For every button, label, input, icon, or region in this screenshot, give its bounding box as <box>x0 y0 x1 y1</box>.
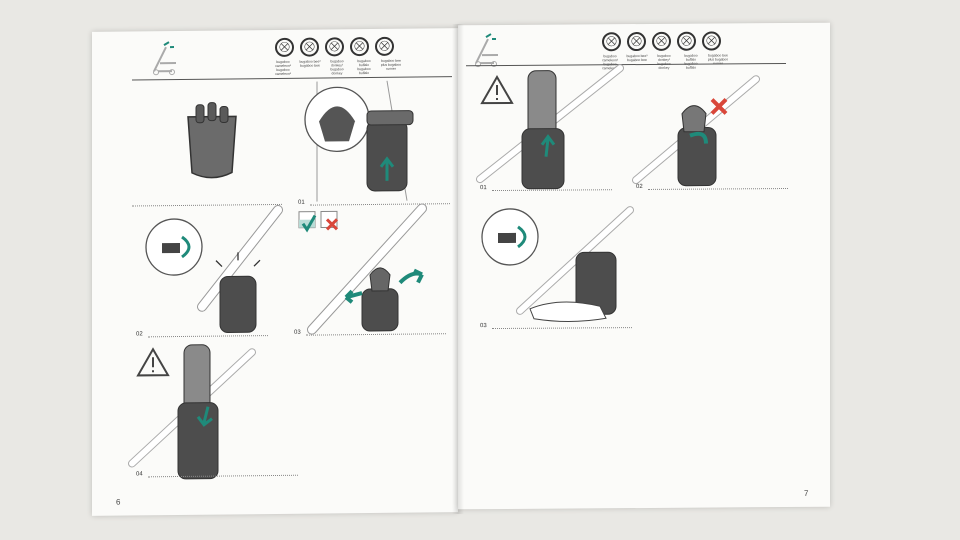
stroller-folded-icon: ⛒ <box>375 36 394 56</box>
step-03-illustration <box>481 206 634 323</box>
step-03-illustration <box>307 203 427 335</box>
correct-wrong-icon <box>298 210 339 233</box>
stroller-bassinet-icon: ⛒ <box>652 31 671 51</box>
stroller-car-seat-icon: ⛒ <box>350 37 369 57</box>
stroller-seat-icon: ⛒ <box>627 31 646 52</box>
step-04-illustration <box>128 344 256 480</box>
cup-holder-illustration <box>187 102 237 179</box>
stroller-icon: ⛒ <box>602 32 621 52</box>
model-caption: bugaboo bee plus bugaboo runner <box>380 58 402 71</box>
step-divider <box>306 333 446 336</box>
model-caption: bugaboo buffalo bugaboo buffalo <box>357 58 371 76</box>
step-label: 04 <box>136 471 143 478</box>
manual-page-right: ⛒ ⛒ ⛒ ⛒ ⛒ bugaboo cameleon³ bugaboo came… <box>458 22 830 510</box>
stroller-seat-icon: ⛒ <box>300 37 319 57</box>
page-number: 7 <box>804 488 809 498</box>
stroller-car-seat-icon: ⛒ <box>677 31 696 51</box>
model-caption: bugaboo donkey² bugaboo donkey <box>330 59 344 76</box>
stroller-icon: ⛒ <box>275 37 294 57</box>
model-icon-row: ⛒ ⛒ ⛒ ⛒ ⛒ <box>602 31 721 52</box>
step-label: 02 <box>636 184 643 191</box>
step-label: 01 <box>480 185 487 192</box>
stroller-bassinet-icon: ⛒ <box>325 37 344 57</box>
warning-icon <box>136 347 170 377</box>
model-caption: bugaboo cameleon³ bugaboo cameleon³ <box>275 59 291 76</box>
stroller-thumbnail-icon <box>153 41 176 76</box>
model-caption: bugaboo bee plus bugaboo runner <box>707 53 729 65</box>
model-caption: bugaboo bee³ bugaboo bee <box>299 59 321 68</box>
book-spine <box>452 24 464 514</box>
page-number: 6 <box>116 497 121 507</box>
step-label: 03 <box>480 323 487 330</box>
step-02-illustration <box>632 75 760 187</box>
step-divider <box>648 187 788 190</box>
stroller-folded-icon: ⛒ <box>702 31 721 51</box>
model-caption-row: bugaboo cameleon³ bugaboo cameleon³ buga… <box>271 59 403 76</box>
model-caption: bugaboo donkey² bugaboo donkey <box>657 53 671 70</box>
step-01-illustration <box>476 64 624 190</box>
model-icon-row: ⛒ ⛒ ⛒ ⛒ ⛒ <box>275 36 394 57</box>
warning-icon <box>480 75 514 105</box>
model-caption: bugaboo buffalo bugaboo buffalo <box>684 53 698 70</box>
step-02-illustration <box>145 204 283 333</box>
stroller-thumbnail-icon <box>475 33 498 68</box>
step-01-detail-illustration <box>304 80 414 202</box>
step-label: 02 <box>136 331 143 338</box>
manual-page-left: ⛒ ⛒ ⛒ ⛒ ⛒ bugaboo cameleon³ bugaboo came… <box>92 28 458 516</box>
step-label: 03 <box>294 329 301 336</box>
step-divider <box>148 335 268 338</box>
